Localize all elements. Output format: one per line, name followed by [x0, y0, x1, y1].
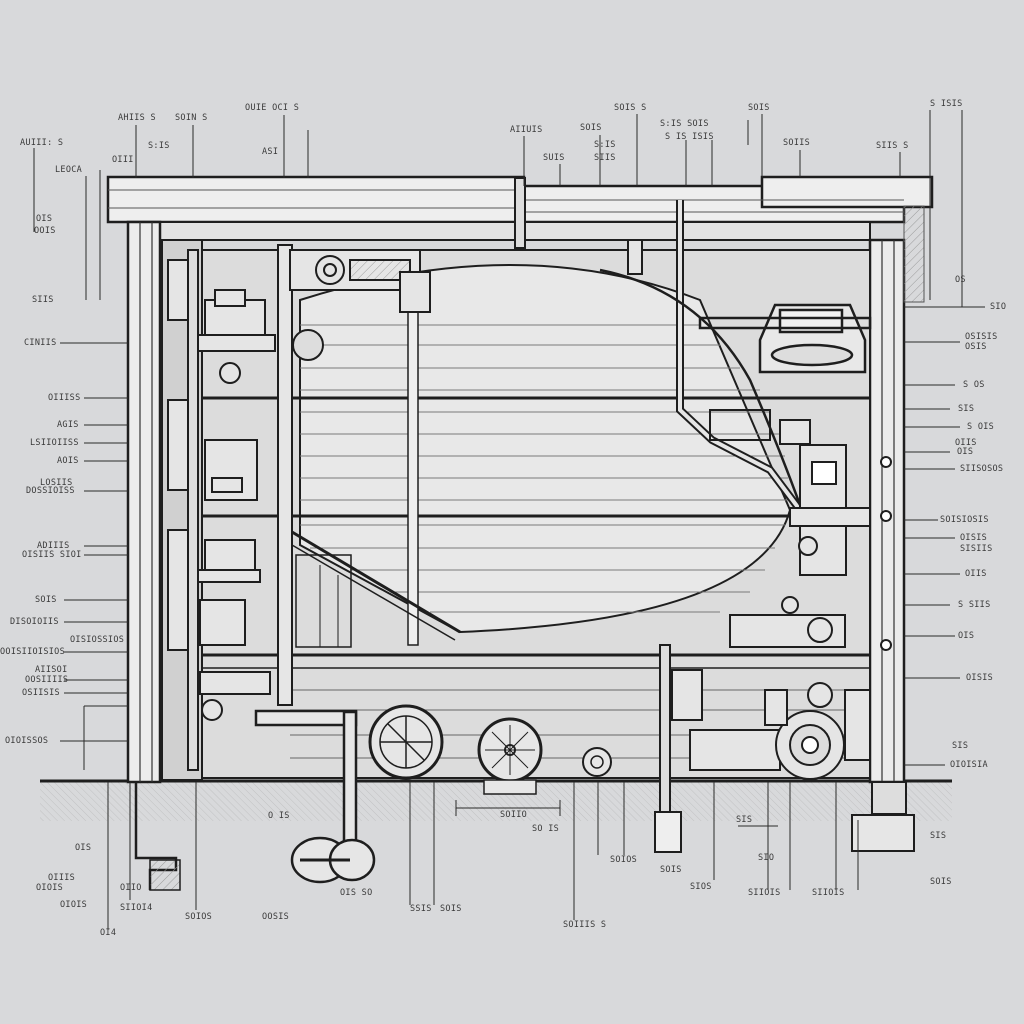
annotation-label: S ISIS	[930, 99, 963, 109]
annotation-label: OOSIS	[262, 912, 290, 922]
annotation-label: SO IS	[532, 824, 560, 834]
annotation-label: SOIN S	[175, 113, 208, 123]
annotation-label: OISIIS SIOI	[22, 550, 82, 560]
annotation-label: OIS	[957, 447, 974, 457]
spring-handle	[254, 709, 376, 884]
annotation-label: SOIOS	[610, 855, 638, 865]
annotation-label: OISIOSSIOS	[70, 635, 125, 645]
annotation-label: OIOISSOS	[5, 736, 49, 746]
annotation-label: OUIE OCI S	[245, 103, 300, 113]
annotation-label: OIOISIA	[950, 760, 988, 770]
annotation-label: S OS	[963, 380, 985, 390]
annotation-label: DOSSIOISS	[26, 486, 75, 496]
annotation-label: AUIII: S	[20, 138, 64, 148]
drive-motor	[654, 644, 871, 853]
annotation-label: SIS	[958, 404, 975, 414]
left-footing	[134, 782, 181, 891]
car-icon	[698, 303, 872, 374]
annotation-label: SOIS	[930, 877, 952, 887]
annotation-label: OIOIS	[60, 900, 88, 910]
annotation-label: SSIS	[410, 904, 432, 914]
annotation-label: SIIOIS	[812, 888, 845, 898]
annotation-label: AIIUIS	[510, 125, 543, 135]
annotation-label: SIIS S	[876, 141, 909, 151]
annotation-label: SISIIS	[960, 544, 993, 554]
annotation-label: AHIIS S	[118, 113, 156, 123]
annotation-label: AOIS	[57, 456, 79, 466]
annotation-label: ADIIIS	[37, 541, 70, 551]
annotation-label: SIISOSOS	[960, 464, 1004, 474]
annotation-label: SOIS	[580, 123, 602, 133]
header-beam	[106, 175, 934, 249]
right-footing	[851, 814, 915, 852]
annotation-label: SIS	[952, 741, 969, 751]
annotation-label: SOIS S	[614, 103, 647, 113]
annotation-label: DISOIOIIS	[10, 617, 59, 627]
right-mechanism	[709, 409, 871, 648]
annotation-label: ASI	[262, 147, 279, 157]
annotation-label: SIS	[930, 831, 947, 841]
annotation-label: LSIIOIISS	[30, 438, 79, 448]
annotation-label: S IS ISIS	[665, 132, 714, 142]
annotation-label: OS	[955, 275, 966, 285]
annotation-label: SOIIO	[500, 810, 528, 820]
right-jamb	[868, 205, 925, 815]
annotation-label: SIO	[758, 853, 775, 863]
annotation-label: OIIISS	[48, 393, 81, 403]
annotation-label: OIS	[36, 214, 53, 224]
annotation-label: SOIIIS S	[563, 920, 607, 930]
annotation-label: SIS	[736, 815, 753, 825]
annotation-label: OIIO	[120, 883, 142, 893]
annotation-label: OIIS	[965, 569, 987, 579]
annotation-label: SIO	[990, 302, 1007, 312]
annotation-label: SOIS	[660, 865, 682, 875]
annotation-label: SIIOI4	[120, 903, 153, 913]
annotation-label: SOIS	[35, 595, 57, 605]
annotation-label: OIII	[112, 155, 134, 165]
annotation-label: SOIIS	[783, 138, 811, 148]
annotation-label: OIIS	[955, 438, 977, 448]
annotation-label: LOSIIS	[40, 478, 73, 488]
annotation-label: SIOS	[690, 882, 712, 892]
annotation-label: OSISIS	[965, 332, 998, 342]
annotation-label: OISIS	[966, 673, 994, 683]
annotation-label: OOISIIOISIOS	[0, 647, 66, 657]
annotation-label: SIIS	[32, 295, 54, 305]
annotation-label: S SIIS	[958, 600, 991, 610]
annotation-label: AGIS	[57, 420, 79, 430]
leader-lines	[33, 110, 985, 930]
annotation-label: S:IS	[148, 141, 170, 151]
annotation-label: SIIOIS	[748, 888, 781, 898]
annotation-label: SOISIOSIS	[940, 515, 989, 525]
annotation-label: OISIS	[960, 533, 988, 543]
annotation-label: S OIS	[967, 422, 995, 432]
annotation-label: LEOCA	[55, 165, 83, 175]
annotation-label: OIS SO	[340, 888, 373, 898]
annotation-label: S:IS	[594, 140, 616, 150]
annotation-label: SUIS	[543, 153, 565, 163]
annotation-label: S:IS SOIS	[660, 119, 709, 129]
left-mechanism	[167, 249, 276, 771]
annotation-label: O IS	[268, 811, 290, 821]
annotation-label: OOIS	[34, 226, 56, 236]
annotation-label: OIS	[75, 843, 92, 853]
annotation-label: OIOIS	[36, 883, 64, 893]
annotation-label: SIIS	[594, 153, 616, 163]
annotation-label: OIS	[958, 631, 975, 641]
pulley-wheels	[368, 704, 612, 795]
annotation-label: OOSIIIIS	[25, 675, 69, 685]
annotation-label: SOIS	[440, 904, 462, 914]
annotation-label: SOIOS	[185, 912, 213, 922]
annotation-label: CINIIS	[24, 338, 57, 348]
annotation-label: OSIISIS	[22, 688, 60, 698]
annotation-label: AIISOI	[35, 665, 68, 675]
annotation-label: OIIIS	[48, 873, 76, 883]
annotation-label: SOIS	[748, 103, 770, 113]
annotation-label: OSIS	[965, 342, 987, 352]
annotation-label: OI4	[100, 928, 117, 938]
top-drive-unit	[289, 239, 643, 361]
